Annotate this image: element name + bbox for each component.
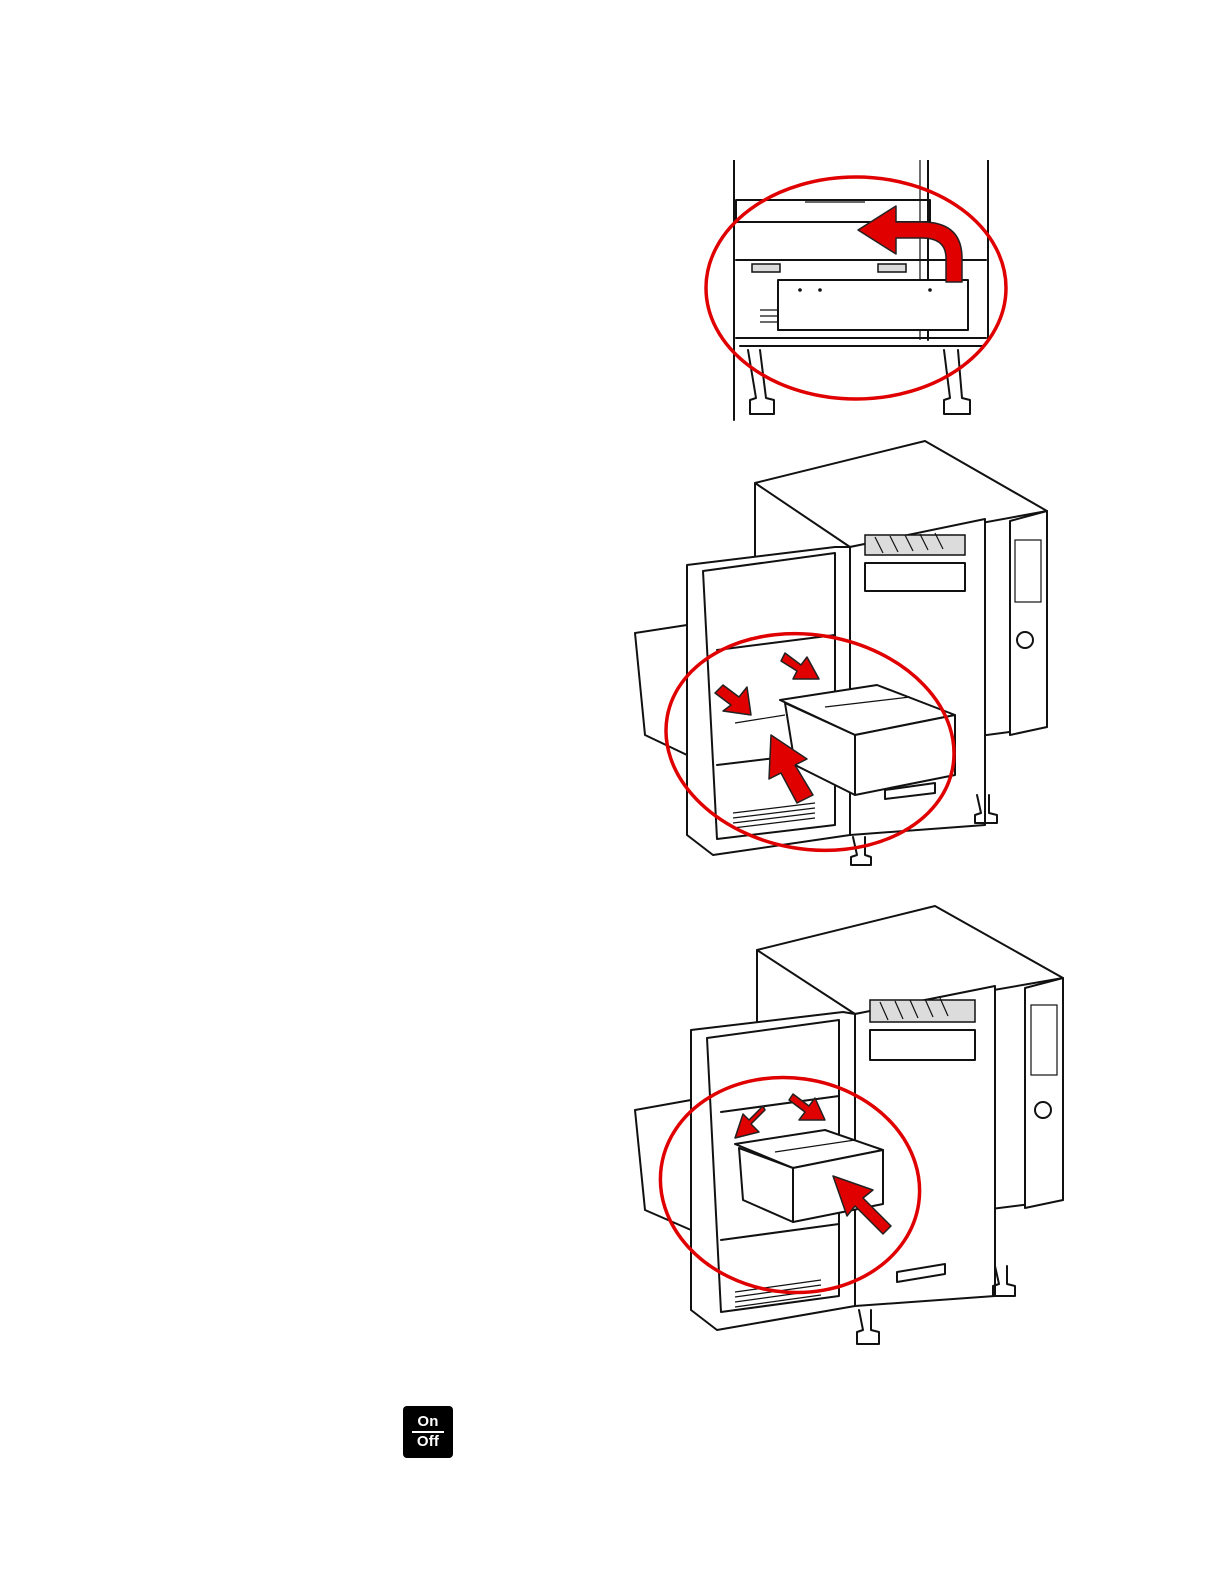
rotate-arrow-icon <box>858 206 962 282</box>
figure-front-panel-rotate <box>690 160 1020 425</box>
figure-tray-insert-upper <box>625 435 1060 870</box>
on-off-key-icon: On Off <box>403 1406 453 1458</box>
oven-open-door-drawing <box>635 906 1063 1344</box>
on-label: On <box>417 1414 438 1430</box>
figure-tray-insert-lower <box>625 900 1070 1355</box>
off-label: Off <box>417 1434 439 1450</box>
